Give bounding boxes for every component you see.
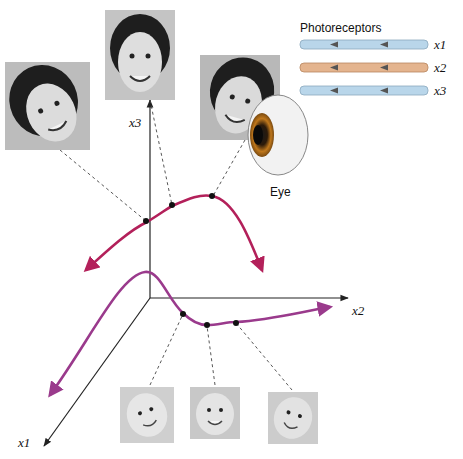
axis-label: x2 xyxy=(352,304,364,317)
baby-face-photo xyxy=(120,387,174,443)
axis-label: x3 xyxy=(129,116,141,129)
photoreceptors-label: Photoreceptors xyxy=(300,22,381,34)
receptor-signal-label: x2 xyxy=(434,61,446,74)
axis-label: x1 xyxy=(18,436,30,449)
baby-face-photo xyxy=(268,392,318,444)
face-photo xyxy=(105,10,175,100)
receptor-signal-label: x1 xyxy=(434,38,446,51)
photoreceptor-lines xyxy=(300,40,428,95)
manifold-points xyxy=(143,193,239,328)
eye-label: Eye xyxy=(270,186,291,198)
face-photo xyxy=(0,54,93,155)
leader-lines xyxy=(60,100,292,390)
adult-manifold-curve xyxy=(86,195,262,270)
eye-symbol xyxy=(248,95,308,175)
baby-manifold-curve xyxy=(50,272,330,395)
baby-face-photo xyxy=(190,387,240,439)
receptor-signal-label: x3 xyxy=(434,84,446,97)
